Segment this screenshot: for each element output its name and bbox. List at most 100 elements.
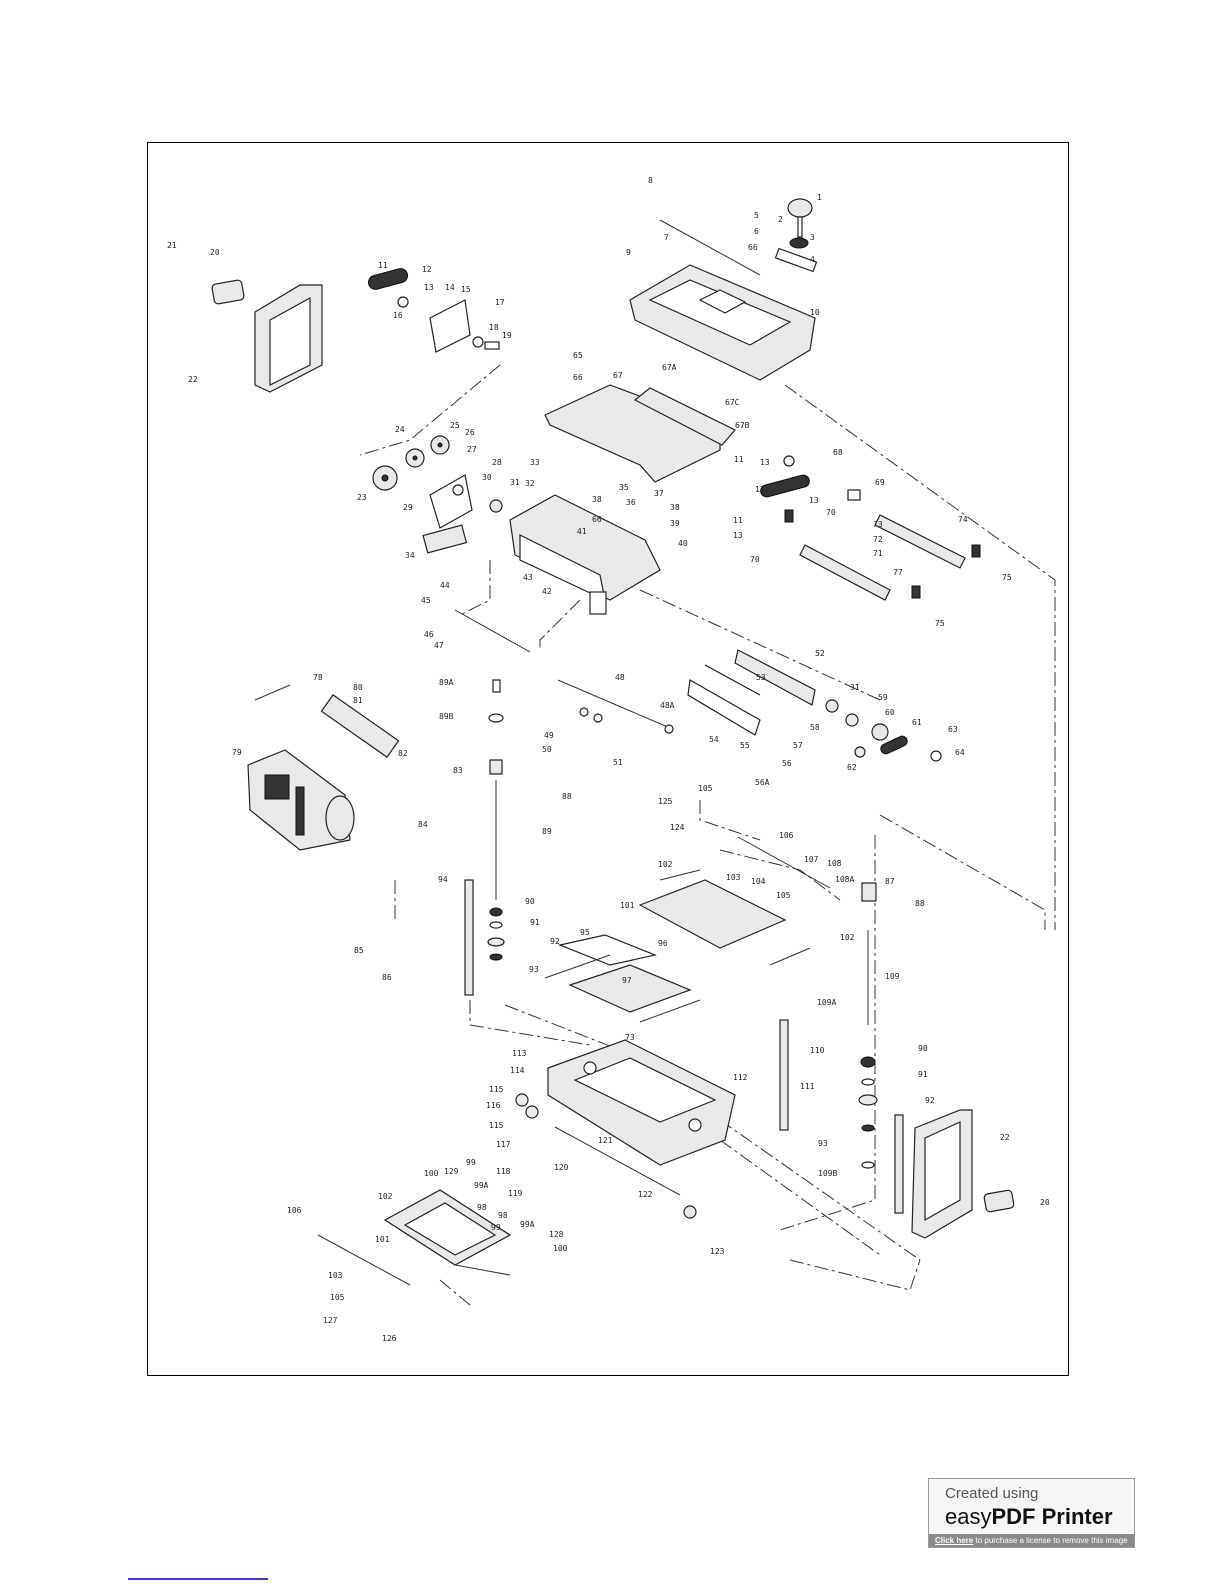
part-number-label: 1 — [817, 193, 822, 202]
part-number-label: 46 — [424, 630, 434, 639]
part-number-label: 67C — [725, 398, 740, 407]
part-number-label: 65 — [573, 351, 583, 360]
part-number-label: 38 — [670, 503, 680, 512]
part-number-label: 113 — [512, 1049, 527, 1058]
part-number-label: 75 — [935, 619, 945, 628]
part-number-label: 119 — [508, 1189, 523, 1198]
part-number-label: 124 — [670, 823, 685, 832]
part-number-label: 74 — [958, 515, 968, 524]
part-number-label: 45 — [421, 596, 431, 605]
part-number-label: 81 — [353, 696, 363, 705]
part-number-label: 31 — [850, 683, 860, 692]
part-number-label: 48A — [660, 701, 675, 710]
part-number-label: 106 — [779, 831, 794, 840]
part-number-label: 24 — [395, 425, 405, 434]
part-number-label: 108 — [827, 859, 842, 868]
part-number-label: 13 — [733, 531, 743, 540]
part-number-label: 91 — [530, 918, 540, 927]
part-number-label: 48 — [615, 673, 625, 682]
part-number-label: 102 — [658, 860, 673, 869]
part-number-label: 22 — [1000, 1133, 1010, 1142]
part-number-label: 8 — [648, 176, 653, 185]
part-number-label: 98 — [498, 1211, 508, 1220]
part-number-label: 47 — [434, 641, 444, 650]
part-number-label: 97 — [622, 976, 632, 985]
part-number-label: 2 — [778, 215, 783, 224]
part-number-label: 13 — [760, 458, 770, 467]
part-number-label: 22 — [188, 375, 198, 384]
diagram-frame — [147, 142, 1069, 1376]
watermark-license-bar[interactable]: Click here to purchase a license to remo… — [929, 1534, 1134, 1547]
part-number-label: 21 — [167, 241, 177, 250]
part-number-label: 104 — [751, 877, 766, 886]
part-number-label: 122 — [638, 1190, 653, 1199]
part-number-label: 103 — [726, 873, 741, 882]
part-number-label: 93 — [529, 965, 539, 974]
part-number-label: 44 — [440, 581, 450, 590]
part-number-label: 43 — [523, 573, 533, 582]
part-number-label: 66 — [573, 373, 583, 382]
part-number-label: 6 — [754, 227, 759, 236]
part-number-label: 51 — [613, 758, 623, 767]
part-number-label: 112 — [733, 1073, 748, 1082]
part-number-label: 83 — [453, 766, 463, 775]
watermark-line1: Created using — [945, 1485, 1039, 1502]
part-number-label: 88 — [915, 899, 925, 908]
part-number-label: 95 — [580, 928, 590, 937]
part-number-label: 67B — [735, 421, 750, 430]
part-number-label: 32 — [525, 479, 535, 488]
part-number-label: 68 — [833, 448, 843, 457]
part-number-label: 15 — [461, 285, 471, 294]
part-number-label: 98 — [477, 1203, 487, 1212]
part-number-label: 69 — [875, 478, 885, 487]
part-number-label: 35 — [619, 483, 629, 492]
part-number-label: 78 — [313, 673, 323, 682]
part-number-label: 7 — [664, 233, 669, 242]
part-number-label: 58 — [810, 723, 820, 732]
part-number-label: 127 — [323, 1316, 338, 1325]
part-number-label: 102 — [378, 1192, 393, 1201]
part-number-label: 111 — [800, 1082, 815, 1091]
part-number-label: 128 — [549, 1230, 564, 1239]
part-number-label: 16 — [393, 311, 403, 320]
part-number-label: 105 — [776, 891, 791, 900]
part-number-label: 123 — [710, 1247, 725, 1256]
watermark-click-here-link[interactable]: Click here — [935, 1536, 974, 1545]
part-number-label: 92 — [550, 937, 560, 946]
watermark-product: PDF Printer — [991, 1504, 1113, 1529]
easypdf-watermark[interactable]: Created using easyPDF Printer Click here… — [928, 1478, 1135, 1548]
part-number-label: 92 — [925, 1096, 935, 1105]
part-number-label: 61 — [912, 718, 922, 727]
bottom-hyperlink-underline[interactable] — [128, 1578, 268, 1580]
part-number-label: 117 — [496, 1140, 511, 1149]
part-number-label: 55 — [740, 741, 750, 750]
part-number-label: 77 — [893, 568, 903, 577]
part-number-label: 41 — [577, 527, 587, 536]
part-number-label: 66 — [592, 515, 602, 524]
part-number-label: 19 — [502, 331, 512, 340]
part-number-label: 11 — [734, 455, 744, 464]
part-number-label: 96 — [658, 939, 668, 948]
part-number-label: 82 — [398, 749, 408, 758]
part-number-label: 27 — [467, 445, 477, 454]
part-number-label: 72 — [873, 535, 883, 544]
part-number-label: 85 — [354, 946, 364, 955]
watermark-prefix: easy — [945, 1504, 992, 1529]
part-number-label: 9 — [626, 248, 631, 257]
part-number-label: 86 — [382, 973, 392, 982]
part-number-label: 93 — [818, 1139, 828, 1148]
part-number-label: 79 — [232, 748, 242, 757]
part-number-label: 109B — [818, 1169, 837, 1178]
part-number-label: 54 — [709, 735, 719, 744]
part-number-label: 101 — [620, 901, 635, 910]
part-number-label: 56A — [755, 778, 770, 787]
part-number-label: 100 — [424, 1169, 439, 1178]
part-number-label: 105 — [330, 1293, 345, 1302]
part-number-label: 67 — [613, 371, 623, 380]
part-number-label: 108A — [835, 875, 854, 884]
part-number-label: 63 — [948, 725, 958, 734]
part-number-label: 13 — [809, 496, 819, 505]
part-number-label: 88 — [562, 792, 572, 801]
